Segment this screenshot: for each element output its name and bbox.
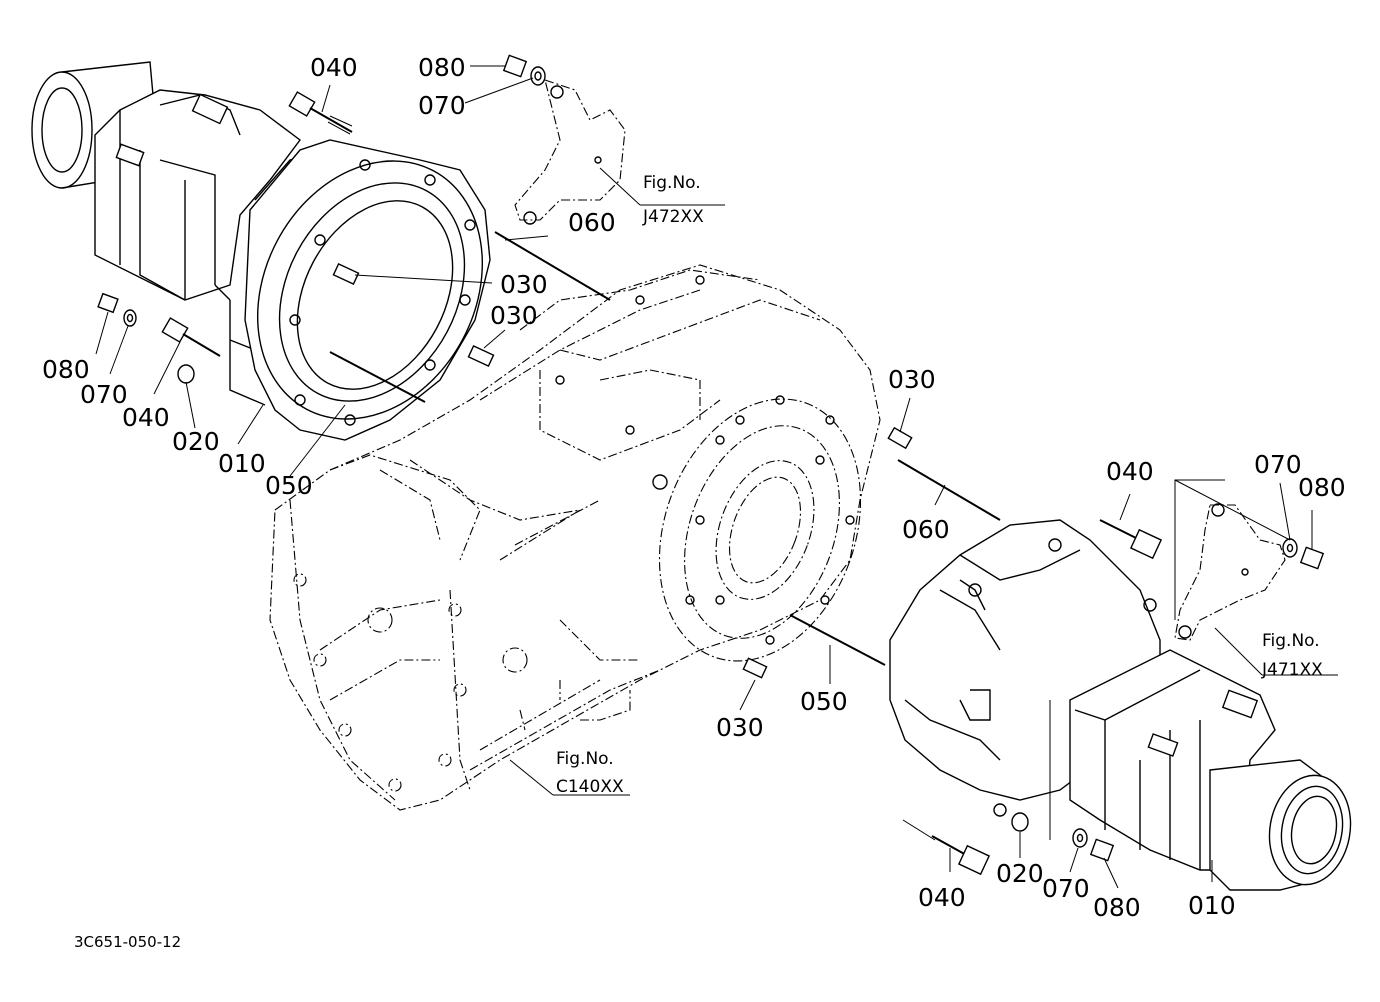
bolt-040-left xyxy=(161,317,221,357)
fig-ref-j471-line1: Fig.No. xyxy=(1262,631,1320,651)
nut-washer-right-top xyxy=(1282,538,1325,570)
callout-060-right: 060 xyxy=(902,515,950,544)
washer-020-left xyxy=(177,364,195,384)
callout-020-bottom: 020 xyxy=(996,859,1044,888)
stud-050-left xyxy=(329,351,426,403)
bolt-040-top-left xyxy=(288,91,353,135)
callout-030-a: 030 xyxy=(500,270,548,299)
fig-ref-j472-line2: J472XX xyxy=(642,207,704,227)
nut-washer-bottom xyxy=(1072,828,1115,862)
left-flange-ring xyxy=(244,139,491,441)
stud-050-right xyxy=(789,614,886,666)
hardware xyxy=(97,54,1325,876)
transmission-case-outline xyxy=(269,264,881,811)
callout-040-bottom: 040 xyxy=(918,883,966,912)
callout-040-left: 040 xyxy=(122,403,170,432)
callout-080-top: 080 xyxy=(418,53,466,82)
callout-labels: 040 080 070 030 030 060 080 070 040 020 … xyxy=(42,53,1346,922)
callout-040-top-left: 040 xyxy=(310,53,358,82)
callout-050-right: 050 xyxy=(800,687,848,716)
left-axle-housing xyxy=(31,61,331,406)
fig-ref-j471-line2: J471XX xyxy=(1261,660,1323,680)
fig-ref-c140-line1: Fig.No. xyxy=(556,749,614,769)
right-bracket xyxy=(1174,503,1286,641)
callout-070-top: 070 xyxy=(418,91,466,120)
leader-lines xyxy=(95,65,1338,889)
nut-washer-left xyxy=(97,292,137,327)
dowel-030-bottom xyxy=(742,657,768,679)
fig-ref-c140-line2: C140XX xyxy=(556,777,624,797)
callout-080-left: 080 xyxy=(42,355,90,384)
right-bearing-flange xyxy=(658,398,862,662)
right-axle-housing xyxy=(889,519,1352,891)
figure-references: Fig.No. J472XX Fig.No. J471XX Fig.No. C1… xyxy=(556,173,1323,797)
document-code: 3C651-050-12 xyxy=(74,933,181,951)
callout-070-left: 070 xyxy=(80,380,128,409)
callout-030-right: 030 xyxy=(888,365,936,394)
callout-040-right-top: 040 xyxy=(1106,457,1154,486)
callout-030-bottom: 030 xyxy=(716,713,764,742)
callout-070-bottom: 070 xyxy=(1042,874,1090,903)
top-bracket xyxy=(514,79,626,225)
callout-010-left: 010 xyxy=(218,449,266,478)
stud-060-right xyxy=(897,459,1001,521)
callout-030-b: 030 xyxy=(490,301,538,330)
bolt-040-bottom xyxy=(931,835,991,876)
callout-060-left: 060 xyxy=(568,208,616,237)
bolt-040-right-top xyxy=(1099,519,1163,560)
callout-010-right: 010 xyxy=(1188,891,1236,920)
stud-060-top xyxy=(494,231,611,301)
fig-ref-j472-line1: Fig.No. xyxy=(643,173,701,193)
dowel-030-right xyxy=(887,426,913,450)
callout-080-bottom: 080 xyxy=(1093,893,1141,922)
nut-washer-top xyxy=(502,54,546,86)
callout-080-right-top: 080 xyxy=(1298,473,1346,502)
callout-070-right-top: 070 xyxy=(1254,450,1302,479)
dowel-030-b xyxy=(467,344,495,368)
callout-020-left: 020 xyxy=(172,427,220,456)
washer-020-bottom xyxy=(1011,812,1029,832)
callout-050-left: 050 xyxy=(265,471,313,500)
